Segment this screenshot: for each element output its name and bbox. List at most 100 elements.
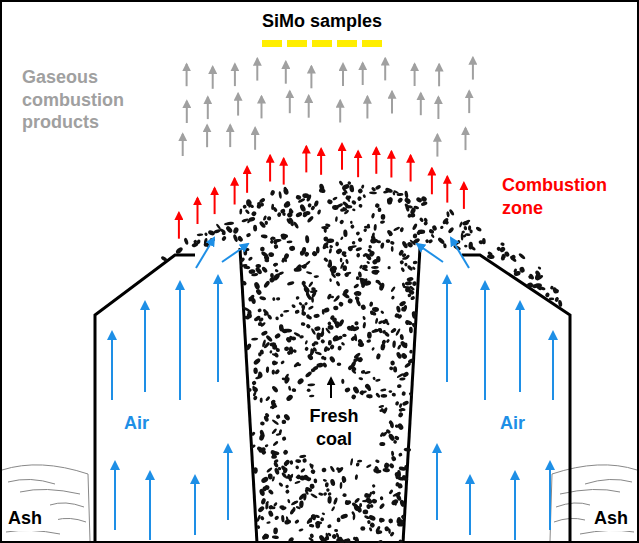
coal-particle: [299, 204, 307, 213]
coal-particle: [355, 356, 363, 363]
coal-particle: [440, 225, 445, 229]
coal-particle: [423, 220, 429, 226]
coal-particle: [320, 517, 325, 522]
coal-particle: [344, 499, 352, 505]
coal-particle: [295, 465, 300, 470]
coal-particle: [327, 496, 332, 504]
coal-particle: [335, 280, 340, 286]
coal-particle: [309, 395, 315, 398]
coal-particle: [272, 297, 276, 301]
flow-arrow: [237, 94, 239, 116]
coal-particle: [290, 473, 294, 478]
coal-particle: [390, 240, 395, 245]
coal-particle: [299, 500, 304, 508]
sample-strip: [262, 40, 382, 47]
coal-particle: [367, 332, 372, 339]
coal-particle: [304, 346, 309, 351]
coal-particle: [367, 386, 372, 392]
coal-particle: [396, 372, 404, 378]
flow-arrow: [269, 156, 271, 182]
coal-particle: [332, 196, 338, 201]
coal-particle: [404, 263, 407, 267]
coal-particle: [290, 222, 295, 227]
coal-particle: [273, 527, 278, 534]
coal-particle: [273, 502, 278, 507]
coal-particle: [379, 518, 384, 523]
coal-particle: [326, 293, 332, 300]
coal-particle: [380, 310, 385, 315]
coal-particle: [431, 225, 437, 232]
coal-particle: [515, 271, 521, 275]
coal-particle: [313, 275, 319, 278]
coal-particle: [325, 482, 329, 488]
coal-particle: [272, 206, 278, 212]
coal-particle: [258, 352, 262, 356]
coal-particle: [337, 345, 342, 350]
coal-particle: [437, 237, 445, 245]
coal-particle: [278, 482, 284, 488]
coal-particle: [289, 246, 296, 252]
coal-particle: [272, 369, 275, 374]
coal-particle: [369, 301, 374, 307]
coal-particle: [369, 191, 377, 194]
coal-particle: [412, 223, 418, 231]
coal-particle: [463, 219, 471, 225]
coal-particle: [257, 308, 262, 313]
coal-particle: [361, 283, 366, 289]
coal-particle: [364, 226, 370, 229]
coal-particle: [240, 264, 248, 268]
coal-particle: [378, 320, 383, 325]
flow-arrow: [451, 238, 469, 268]
coal-particle: [412, 281, 417, 286]
coal-particle: [380, 496, 384, 500]
coal-particle: [283, 186, 288, 192]
coal-particle: [345, 389, 349, 392]
flow-arrow: [362, 63, 364, 85]
coal-particle: [377, 539, 383, 543]
coal-particle: [388, 420, 393, 425]
coal-particle: [410, 213, 415, 218]
coal-particle: [468, 225, 471, 231]
coal-particle: [282, 449, 289, 456]
coal-particle: [558, 300, 563, 308]
coal-particle: [354, 321, 358, 325]
coal-particle: [406, 241, 414, 248]
coal-particle: [344, 538, 351, 543]
flow-arrow: [410, 156, 412, 182]
coal-particle: [318, 492, 324, 496]
coal-particle: [371, 329, 379, 334]
coal-particle: [197, 233, 204, 236]
coal-particle: [335, 536, 343, 543]
coal-particle: [310, 464, 314, 468]
coal-particle: [335, 216, 338, 222]
coal-particle: [278, 429, 282, 435]
coal-particle: [397, 384, 402, 389]
coal-particle: [320, 338, 326, 344]
coal-particle: [354, 474, 358, 480]
coal-particle: [395, 473, 398, 479]
flow-arrow: [342, 64, 344, 86]
coal-particle: [276, 297, 280, 300]
coal-particle: [256, 203, 262, 209]
coal-particle: [244, 209, 250, 215]
coal-particle: [375, 459, 380, 464]
coal-particle: [294, 309, 300, 314]
coal-particle: [308, 537, 314, 542]
coal-particle: [338, 301, 345, 308]
coal-particle: [376, 256, 380, 262]
coal-particle: [321, 512, 325, 516]
coal-particle: [371, 186, 377, 192]
coal-particle: [323, 227, 327, 233]
coal-particle: [285, 489, 291, 495]
coal-particle: [342, 334, 346, 337]
coal-particle: [399, 227, 404, 233]
coal-particle: [404, 197, 412, 204]
coal-particle: [342, 493, 346, 497]
coal-particle: [399, 403, 403, 408]
furnace-walls: [95, 248, 570, 543]
coal-particle: [333, 497, 339, 505]
coal-label: Fresh coal: [292, 404, 376, 451]
coal-particle: [334, 529, 338, 532]
coal-particle: [475, 226, 482, 232]
coal-particle: [281, 436, 286, 441]
